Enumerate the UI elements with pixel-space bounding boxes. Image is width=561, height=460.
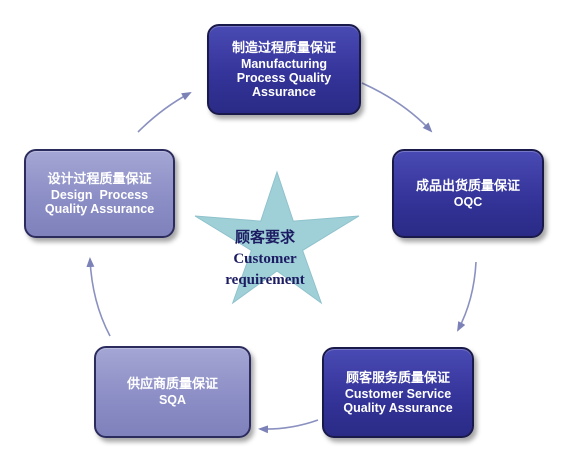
node-top-zh: 制造过程质量保证 — [231, 40, 336, 56]
center-requirement-label: 顾客要求 Customer requirement — [205, 228, 325, 291]
node-top-en-3: Assurance — [252, 84, 316, 99]
node-bottomright-zh: 顾客服务质量保证 — [345, 370, 450, 386]
arrow-bottomright-to-bottomleft — [258, 419, 319, 434]
node-left-zh: 设计过程质量保证 — [47, 171, 152, 187]
node-bottomleft-en-1: SQA — [158, 393, 187, 407]
arrow-left-to-top — [137, 92, 192, 133]
center-label-en-1: Customer — [233, 251, 297, 267]
node-oqc: 成品出货质量保证 OQC — [392, 149, 544, 238]
node-left-en-2: Quality Assurance — [44, 201, 155, 216]
node-top-en-1: Manufacturing — [240, 56, 328, 71]
node-bottomright-en-2: Quality Assurance — [343, 400, 453, 415]
arrow-bottomleft-to-left — [86, 257, 111, 337]
node-customer-service-qa: 顾客服务质量保证 Customer Service Quality Assura… — [322, 347, 474, 438]
center-label-en-2: requirement — [225, 272, 305, 288]
node-right-zh: 成品出货质量保证 — [415, 178, 520, 194]
node-left-en-1: Design Process — [50, 187, 149, 202]
star-shape — [194, 170, 360, 305]
arrow-right-to-bottomright — [457, 261, 477, 332]
node-design-qa: 设计过程质量保证 Design Process Quality Assuranc… — [24, 149, 175, 238]
center-label-zh: 顾客要求 — [234, 230, 295, 246]
node-bottomright-en-1: Customer Service — [344, 386, 452, 401]
node-manufacturing-qa: 制造过程质量保证 Manufacturing Process Quality A… — [207, 24, 361, 115]
node-right-en-1: OQC — [453, 194, 483, 209]
node-bottomleft-zh: 供应商质量保证 — [126, 377, 218, 392]
node-sqa: 供应商质量保证 SQA — [94, 346, 251, 438]
node-top-en-2: Process Quality — [236, 70, 332, 85]
arrow-top-to-right — [361, 82, 433, 133]
